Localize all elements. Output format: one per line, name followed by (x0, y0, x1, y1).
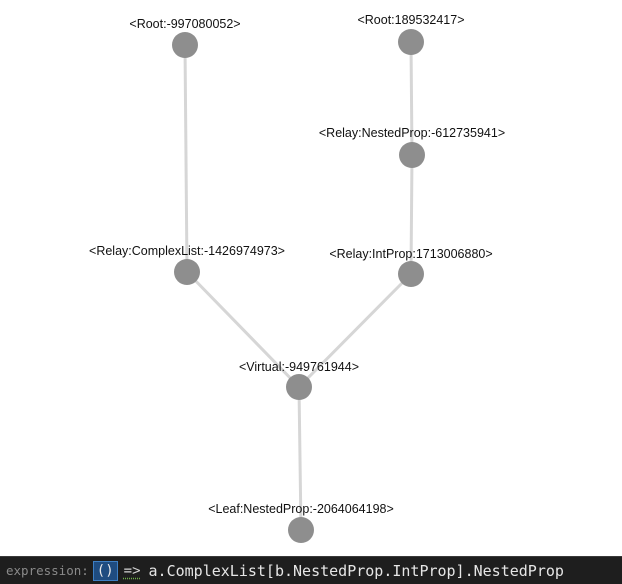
expression-bar: expression: () => a.ComplexList[b.Nested… (0, 556, 622, 584)
expression-body[interactable]: a.ComplexList[b.NestedProp.IntProp].Nest… (148, 561, 564, 580)
graph-node[interactable] (398, 261, 424, 287)
graph-edges (183, 40, 414, 532)
graph-node-label: <Root:189532417> (357, 13, 464, 27)
graph-node-label: <Relay:ComplexList:-1426974973> (89, 244, 285, 258)
graph-node-label: <Virtual:-949761944> (239, 360, 359, 374)
graph-node[interactable] (286, 374, 312, 400)
expression-label: expression: (6, 563, 89, 578)
graph-edge (409, 153, 414, 276)
graph-edge (183, 43, 189, 274)
graph-edge (297, 385, 303, 532)
dependency-graph: <Root:-997080052> <Root:189532417> <Relay:… (89, 13, 505, 543)
expression-arrow: => (123, 562, 141, 579)
graph-node[interactable] (399, 142, 425, 168)
graph-edge (297, 272, 413, 389)
graph-edge (185, 270, 301, 389)
graph-node-label: <Leaf:NestedProp:-2064064198> (208, 502, 394, 516)
graph-labels: <Root:-997080052> <Root:189532417> <Relay:… (89, 13, 505, 516)
graph-node-label: <Relay:NestedProp:-612735941> (319, 126, 505, 140)
graph-node[interactable] (288, 517, 314, 543)
graph-node-label: <Relay:IntProp:1713006880> (329, 247, 492, 261)
graph-node-label: <Root:-997080052> (129, 17, 240, 31)
graph-nodes (172, 29, 425, 543)
graph-node[interactable] (398, 29, 424, 55)
expression-params[interactable]: () (92, 560, 118, 581)
graph-node[interactable] (172, 32, 198, 58)
graph-node[interactable] (174, 259, 200, 285)
graph-edge (409, 40, 414, 157)
